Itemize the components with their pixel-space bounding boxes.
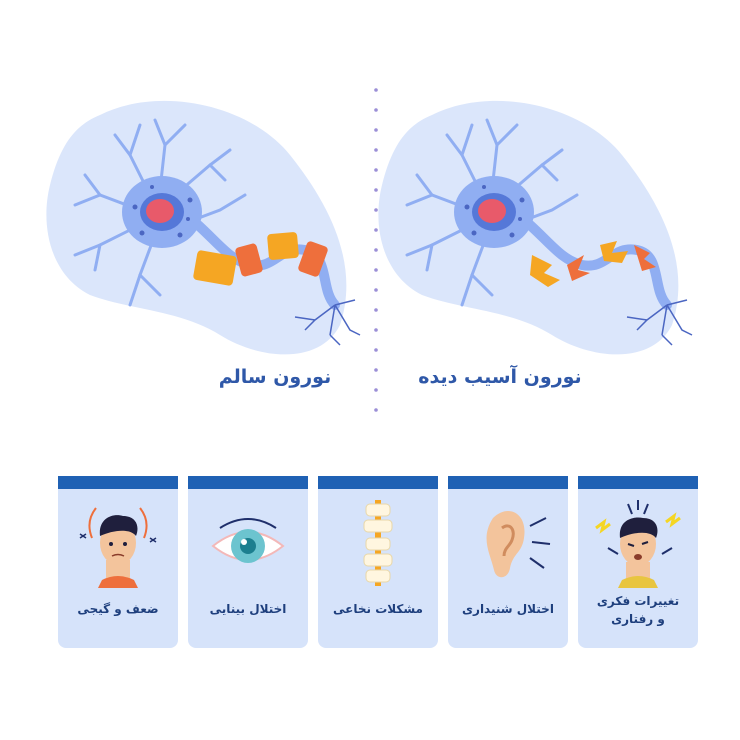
symptom-label: اختلال شنیداری bbox=[462, 602, 554, 616]
symptom-label: ضعف و گیجی bbox=[77, 602, 159, 616]
organelles bbox=[132, 185, 193, 238]
axon-terminals bbox=[626, 299, 693, 346]
symptom-card-dizziness: ضعف و گیجی bbox=[58, 476, 178, 648]
damaged-neuron-illustration bbox=[372, 95, 702, 365]
card-header-bar bbox=[58, 476, 178, 489]
card-header-bar bbox=[318, 476, 438, 489]
symptom-cards: ضعف و گیجی اختلال بینایی bbox=[58, 476, 698, 648]
card-header-bar bbox=[188, 476, 308, 489]
symptom-card-hearing: اختلال شنیداری bbox=[448, 476, 568, 648]
symptom-label: تغییرات فکری و رفتاری bbox=[596, 594, 680, 626]
damaged-neuron-svg bbox=[378, 100, 693, 355]
healthy-neuron-label: نورون سالم bbox=[218, 366, 332, 388]
axon-terminals bbox=[294, 299, 361, 346]
dotted-divider bbox=[374, 88, 378, 412]
spine-icon bbox=[328, 498, 428, 588]
damaged-myelin-sheath bbox=[530, 241, 656, 287]
stressed-person-icon bbox=[588, 498, 688, 588]
nucleolus bbox=[478, 199, 506, 223]
organelles bbox=[464, 185, 525, 238]
symptom-label: مشکلات نخاعی bbox=[333, 602, 423, 616]
nucleolus bbox=[146, 199, 174, 223]
ear-icon bbox=[458, 498, 558, 588]
symptom-card-vision: اختلال بینایی bbox=[188, 476, 308, 648]
symptom-label: اختلال بینایی bbox=[209, 602, 287, 616]
card-header-bar bbox=[578, 476, 698, 489]
symptom-card-spinal: مشکلات نخاعی bbox=[318, 476, 438, 648]
healthy-neuron-svg bbox=[46, 100, 361, 355]
card-header-bar bbox=[448, 476, 568, 489]
healthy-neuron-illustration bbox=[40, 95, 370, 365]
symptom-card-cognitive: تغییرات فکری و رفتاری bbox=[578, 476, 698, 648]
eye-icon bbox=[198, 498, 298, 588]
myelin-sheath bbox=[193, 232, 328, 286]
dizzy-person-icon bbox=[68, 498, 168, 588]
damaged-neuron-label: نورون آسیب دیده bbox=[418, 366, 582, 388]
